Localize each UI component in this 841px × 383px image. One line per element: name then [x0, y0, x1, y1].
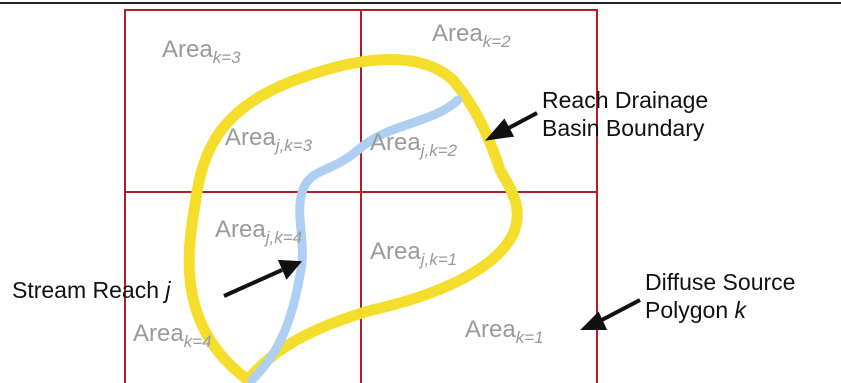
polygon-arrow-head — [580, 311, 608, 330]
basin-arrow-line — [504, 111, 538, 132]
area-label-k2: Areak=2 — [432, 20, 511, 51]
polygon-note-var: k — [734, 297, 747, 324]
polygon-note-line2: Polygon k — [645, 296, 795, 324]
stream-arrow-line — [223, 268, 283, 298]
basin-note-line1: Reach Drainage — [542, 87, 709, 113]
basin-note-line2: Basin Boundary — [542, 115, 705, 142]
diffuse-source-note: Diffuse Source Polygon k — [645, 268, 795, 324]
area-label-jk3: Areaj,k=3 — [225, 124, 313, 155]
polygon-arrow-line — [597, 298, 641, 324]
annotation-arrows — [223, 111, 641, 330]
stream-note-var: j — [165, 277, 171, 303]
area-label-jk4: Areaj,k=4 — [215, 216, 303, 247]
polygon-grid — [124, 9, 598, 383]
polygon-note-text: Polygon — [645, 297, 729, 324]
polygon-note-line1: Diffuse Source — [645, 269, 796, 295]
area-label-k1: Areak=1 — [465, 316, 544, 347]
area-label-k4: Areak=4 — [133, 320, 212, 351]
stream-note-text: Stream Reach — [12, 277, 160, 303]
basin-boundary-band — [183, 54, 523, 383]
stream-reach-note: Stream Reach j — [12, 276, 171, 304]
area-label-jk1: Areaj,k=1 — [370, 238, 458, 269]
stream-arrow-head — [277, 259, 303, 280]
area-label-jk2: Areaj,k=2 — [370, 129, 458, 160]
basin-boundary-note: Reach Drainage Basin Boundary — [542, 86, 708, 142]
stream-reach-line — [247, 95, 463, 383]
area-label-k3: Areak=3 — [162, 36, 241, 67]
basin-arrow-head — [484, 118, 515, 141]
